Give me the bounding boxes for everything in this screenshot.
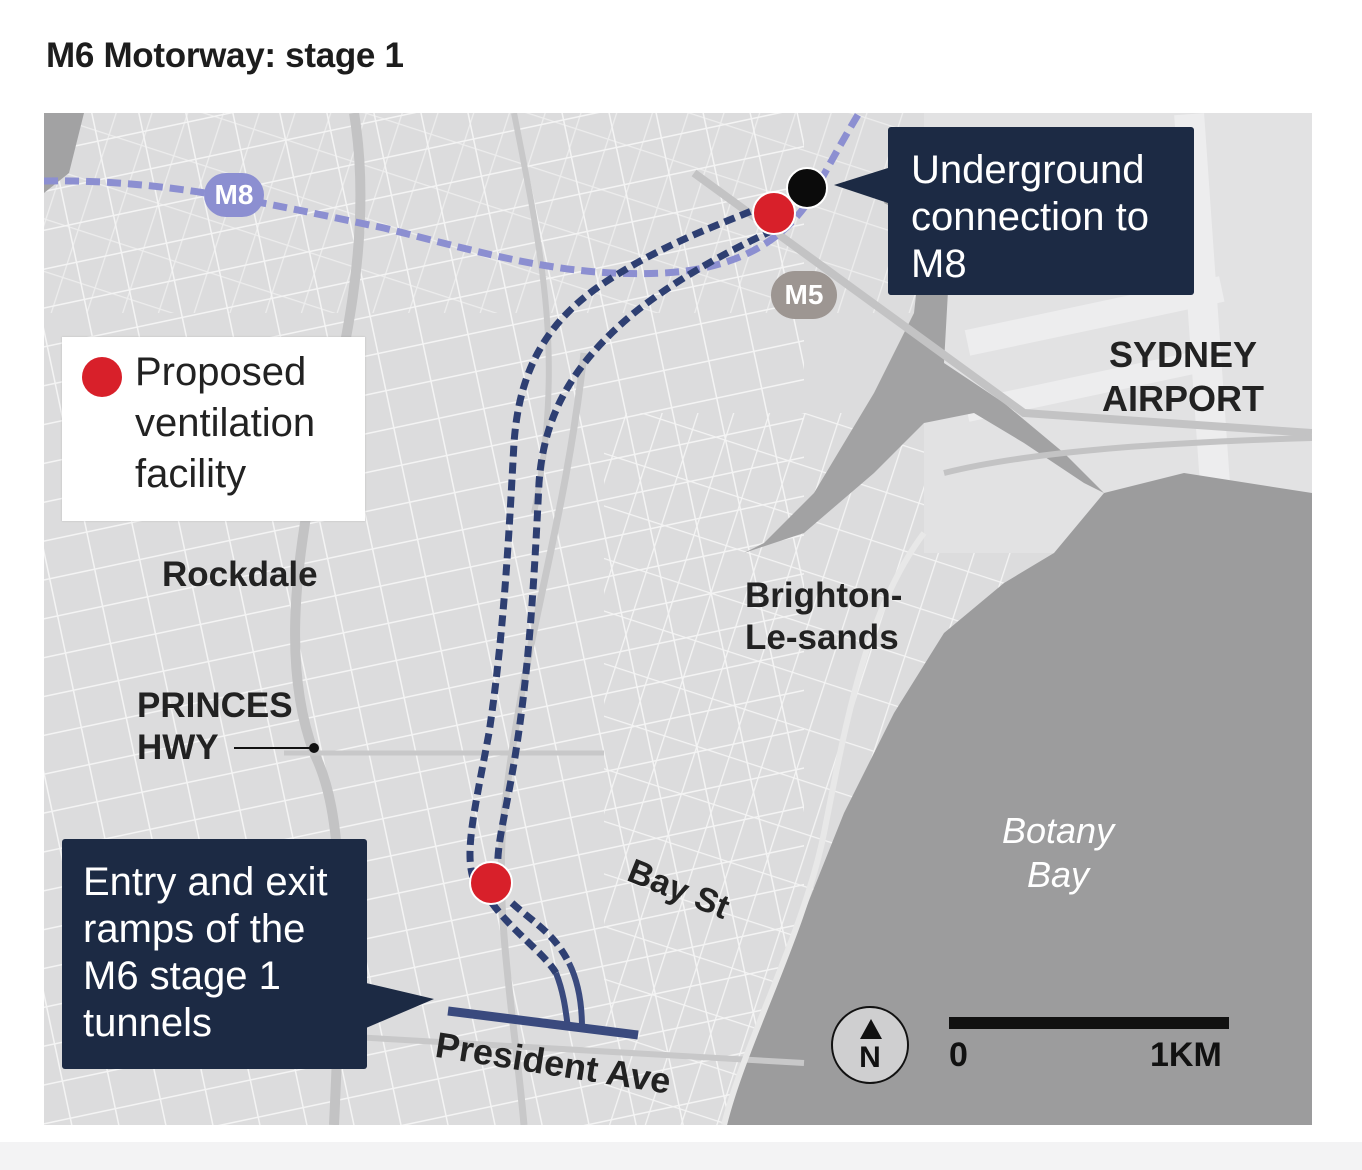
label-botany-bay: Botany Bay	[1002, 810, 1115, 895]
m6-tunnel-east	[494, 219, 791, 882]
north-letter: N	[859, 1041, 881, 1074]
label-brighton-le-sands: Brighton- Le-sands	[745, 576, 903, 657]
m5-badge: M5	[771, 271, 837, 319]
botany-bay-water	[724, 473, 1312, 1125]
label-sydney-airport: SYDNEY AIRPORT	[1102, 334, 1264, 419]
scale-end-label: 1KM	[1150, 1036, 1222, 1074]
m6-tunnel-west	[466, 201, 768, 883]
north-arrowhead	[860, 1019, 882, 1039]
scale-bar	[949, 1017, 1229, 1029]
legend-text: Proposed ventilation facility	[135, 350, 316, 496]
bottom-strip	[0, 1142, 1362, 1170]
label-rockdale: Rockdale	[162, 555, 318, 594]
page-title: M6 Motorway: stage 1	[46, 36, 404, 75]
red-circle-icon	[82, 357, 122, 397]
callout-entry-exit-ramps: Entry and exit ramps of the M6 stage 1 t…	[62, 839, 367, 1069]
callout-m8-connection: Underground connection to M8	[888, 127, 1194, 295]
label-princes-hwy: PRINCES HWY	[137, 686, 293, 767]
north-arrow-icon: N	[831, 1006, 909, 1084]
president-ave-tunnel-portal	[447, 1006, 639, 1040]
legend: Proposed ventilation facility	[62, 337, 365, 521]
scale-start-label: 0	[949, 1036, 968, 1074]
m8-badge: M8	[204, 173, 264, 217]
m8-connection-marker[interactable]	[786, 167, 828, 209]
ventilation-facility-south[interactable]	[469, 861, 513, 905]
cooks-river	[744, 153, 1104, 553]
map[interactable]: M8 M5 Proposed ventilation facility Unde…	[44, 113, 1312, 1125]
ramp-east	[566, 961, 585, 1029]
